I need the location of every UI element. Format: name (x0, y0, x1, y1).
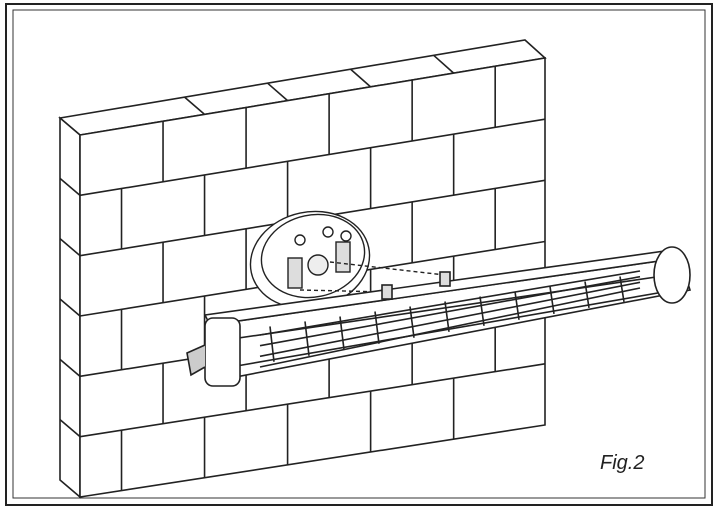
heater-grille-bar (409, 306, 415, 338)
heater-grille-bar (339, 316, 345, 350)
heater-grille-bar (549, 286, 555, 314)
heater-unit (186, 246, 692, 387)
brick-joint (433, 54, 455, 74)
mortar-line (59, 419, 81, 438)
heater-grille-bar (584, 281, 590, 308)
heater-grille-bar (514, 291, 520, 320)
mortar-line (59, 358, 81, 377)
inner-border (12, 9, 706, 499)
brick-joint (267, 82, 289, 102)
mortar-line (59, 298, 81, 317)
heater-mount-clip (439, 271, 451, 287)
brick-joint (350, 68, 372, 88)
mortar-line (79, 363, 546, 438)
heater-grille-bar (269, 326, 275, 362)
heater-grille-bar (479, 296, 485, 326)
heater-grille-bar (374, 311, 380, 344)
outer-border (5, 3, 713, 506)
wall-bracket (249, 210, 446, 310)
heater-grille-line (259, 270, 641, 336)
heater-mount-clip (381, 284, 393, 300)
brick-joint (184, 96, 206, 115)
heater-grille-line (259, 287, 641, 368)
mortar-line (59, 177, 81, 196)
heater-right-endcap (653, 246, 691, 304)
heater-rail (224, 289, 676, 369)
heater-left-endcap (204, 317, 241, 387)
heater-grille-bar (444, 301, 450, 332)
mortar-line (59, 238, 81, 257)
heater-grille-line (259, 275, 641, 347)
mortar-line (79, 118, 546, 197)
heater-grille-line (259, 281, 641, 358)
heater-grille-bar (619, 276, 625, 302)
heater-cable-gland (186, 344, 206, 377)
heater-grille-bar (304, 321, 310, 356)
figure-caption: Fig.2 (600, 452, 645, 474)
